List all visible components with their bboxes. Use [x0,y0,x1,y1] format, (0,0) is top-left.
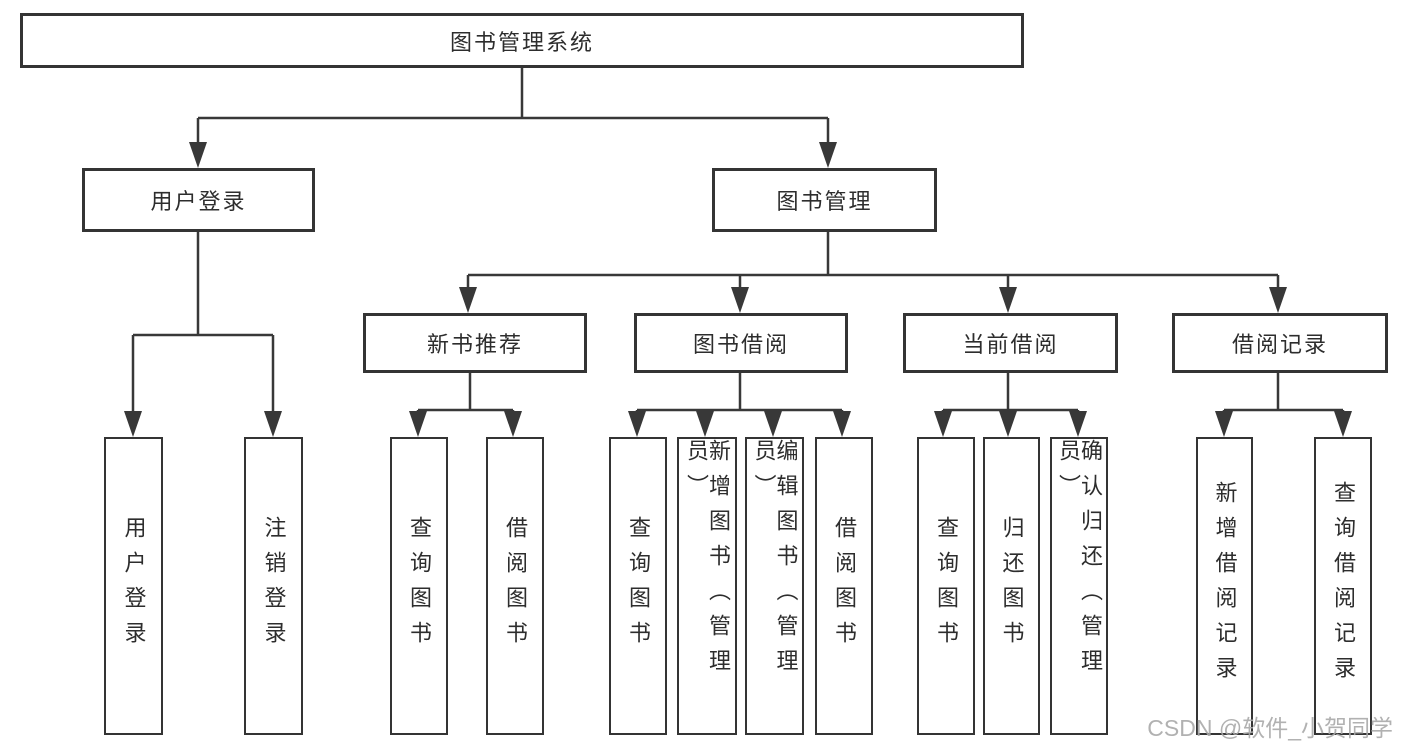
arrowhead-icon [999,287,1017,313]
arrowhead-icon [628,411,646,437]
node-label: 注销登录 [261,516,287,656]
node-label: 用户登录 [150,189,247,214]
node-label: 新增借阅记录 [1212,481,1238,691]
connector-root-to-level2 [196,68,830,164]
arrowhead-icon [264,411,282,437]
arrowhead-icon [999,411,1017,437]
node-book-management: 图书管理 [712,168,937,232]
connector-mgmt-to-level3 [466,232,1280,309]
arrowhead-icon [459,287,477,313]
node-label: 归还图书 [999,516,1025,656]
node-leaf-add-borrow-record: 新增借阅记录 [1196,437,1253,735]
node-leaf-return-books: 归还图书 [983,437,1040,735]
arrowhead-icon [934,411,952,437]
node-label: 查询图书 [626,516,651,656]
node-leaf-edit-books-admin: 编辑图书（管理员） [745,437,804,735]
node-user-login: 用户登录 [82,168,315,232]
node-leaf-confirm-return-admin: 确认归还（管理员） [1050,437,1108,735]
node-leaf-query-books: 查询图书 [609,437,667,735]
arrowhead-icon [409,411,427,437]
arrowheads [124,142,1352,437]
arrowhead-icon [1334,411,1352,437]
node-label: 查询图书 [934,516,959,656]
node-borrow-records: 借阅记录 [1172,313,1388,373]
connector-records-to-leaves [1222,373,1345,433]
node-label: 用户登录 [121,516,147,656]
connector-borrow-to-leaves [635,373,844,433]
arrowhead-icon [731,287,749,313]
node-leaf-query-books: 查询图书 [390,437,448,735]
arrowhead-icon [1215,411,1233,437]
node-book-borrow: 图书借阅 [634,313,848,373]
node-current-borrow: 当前借阅 [903,313,1118,373]
node-leaf-borrow-books: 借阅图书 [486,437,544,735]
node-label: 新书推荐 [426,332,523,357]
node-label: 查询借阅记录 [1331,481,1356,691]
watermark: CSDN @软件_小贺同学 [1147,715,1393,741]
node-library-system: 图书管理系统 [20,13,1024,68]
node-label: 当前借阅 [962,332,1059,357]
connector-newbook-to-leaves [416,373,515,433]
node-new-book-recommend: 新书推荐 [363,313,587,373]
node-leaf-add-books-admin: 新增图书（管理员） [677,437,737,735]
node-label: 图书管理系统 [449,29,594,55]
arrowhead-icon [1269,287,1287,313]
node-label: 确认归还（管理员） [1056,439,1103,684]
arrowhead-icon [696,411,714,437]
arrowhead-icon [1069,411,1087,437]
node-label: 图书借阅 [692,332,789,357]
arrowhead-icon [189,142,207,168]
node-leaf-query-books: 查询图书 [917,437,975,735]
node-label: 借阅图书 [503,516,528,656]
arrowhead-icon [124,411,142,437]
arrowhead-icon [504,411,522,437]
node-leaf-logout: 注销登录 [244,437,303,735]
arrowhead-icon [833,411,851,437]
node-leaf-user-login: 用户登录 [104,437,163,735]
arrowhead-icon [819,142,837,168]
node-label: 借阅图书 [832,516,857,656]
node-label: 查询图书 [407,516,432,656]
node-label: 图书管理 [776,189,873,214]
connector-login-to-leaves [131,232,275,433]
node-leaf-borrow-books: 借阅图书 [815,437,873,735]
node-leaf-query-borrow-record: 查询借阅记录 [1314,437,1372,735]
node-label: 借阅记录 [1231,332,1328,357]
node-label: 编辑图书（管理员） [751,439,799,684]
node-label: 新增图书（管理员） [684,439,731,684]
arrowhead-icon [764,411,782,437]
